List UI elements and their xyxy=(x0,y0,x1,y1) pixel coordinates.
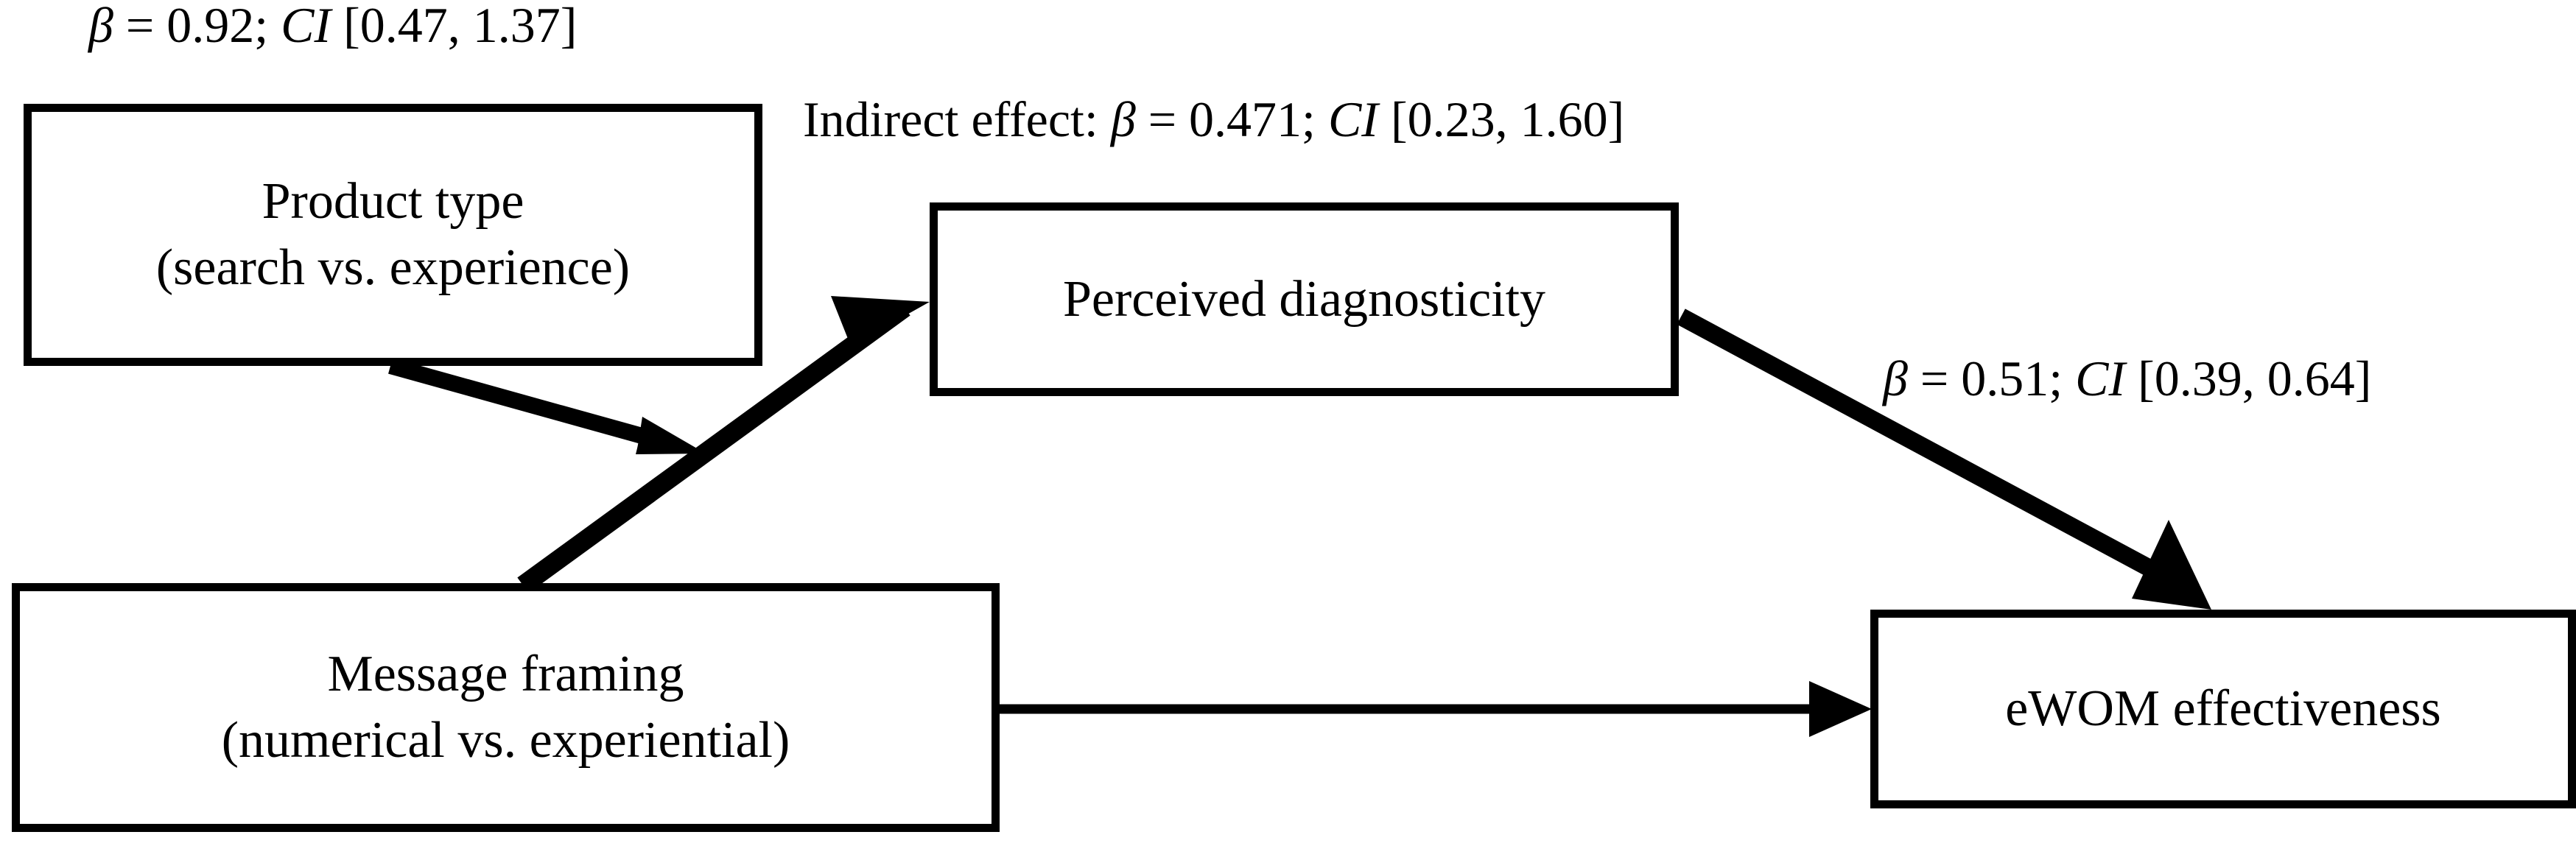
label-indirect-ci: CI xyxy=(1327,91,1378,147)
label-indirect-beta: β xyxy=(1110,91,1136,147)
label-indirect-eq: = 0.471; xyxy=(1135,91,1328,147)
label-indirect-effect: Indirect effect: β = 0.471; CI [0.23, 1.… xyxy=(803,94,1624,144)
node-product-type-line1: Product type xyxy=(262,173,524,230)
label-path-a-eq: = 0.92; xyxy=(113,0,281,53)
edge-framing-to-diagnosticity xyxy=(517,296,930,593)
node-message-framing: Message framing (numerical vs. experient… xyxy=(12,583,1000,832)
node-message-framing-line1: Message framing xyxy=(327,646,684,703)
node-perceived-diagnosticity: Perceived diagnosticity xyxy=(930,202,1679,396)
label-path-b-eq: = 0.51; xyxy=(1907,350,2076,406)
node-ewom-effectiveness-line1: eWOM effectiveness xyxy=(2005,680,2441,738)
label-indirect-prefix: Indirect effect: xyxy=(803,91,1111,147)
edge-product-moderates-path-a xyxy=(388,358,706,454)
label-indirect-ci-values: [0.23, 1.60] xyxy=(1378,91,1625,147)
label-path-a-beta: β xyxy=(88,0,113,53)
edge-diagnosticity-to-ewom xyxy=(1677,308,2211,610)
edge-framing-to-ewom xyxy=(1000,681,1872,737)
label-path-b: β = 0.51; CI [0.39, 0.64] xyxy=(1883,353,2371,403)
label-path-b-beta: β xyxy=(1883,350,1908,406)
label-path-a: β = 0.92; CI [0.47, 1.37] xyxy=(88,0,577,50)
label-path-b-ci-values: [0.39, 0.64] xyxy=(2125,350,2372,406)
node-product-type-line2: (search vs. experience) xyxy=(155,239,631,296)
node-perceived-diagnosticity-line1: Perceived diagnosticity xyxy=(1062,270,1546,328)
label-path-b-ci: CI xyxy=(2075,350,2126,406)
node-ewom-effectiveness: eWOM effectiveness xyxy=(1870,610,2576,808)
node-message-framing-line2: (numerical vs. experiential) xyxy=(221,712,790,769)
label-path-a-ci-values: [0.47, 1.37] xyxy=(331,0,578,53)
node-product-type: Product type (search vs. experience) xyxy=(24,104,762,366)
label-path-a-ci: CI xyxy=(281,0,331,53)
